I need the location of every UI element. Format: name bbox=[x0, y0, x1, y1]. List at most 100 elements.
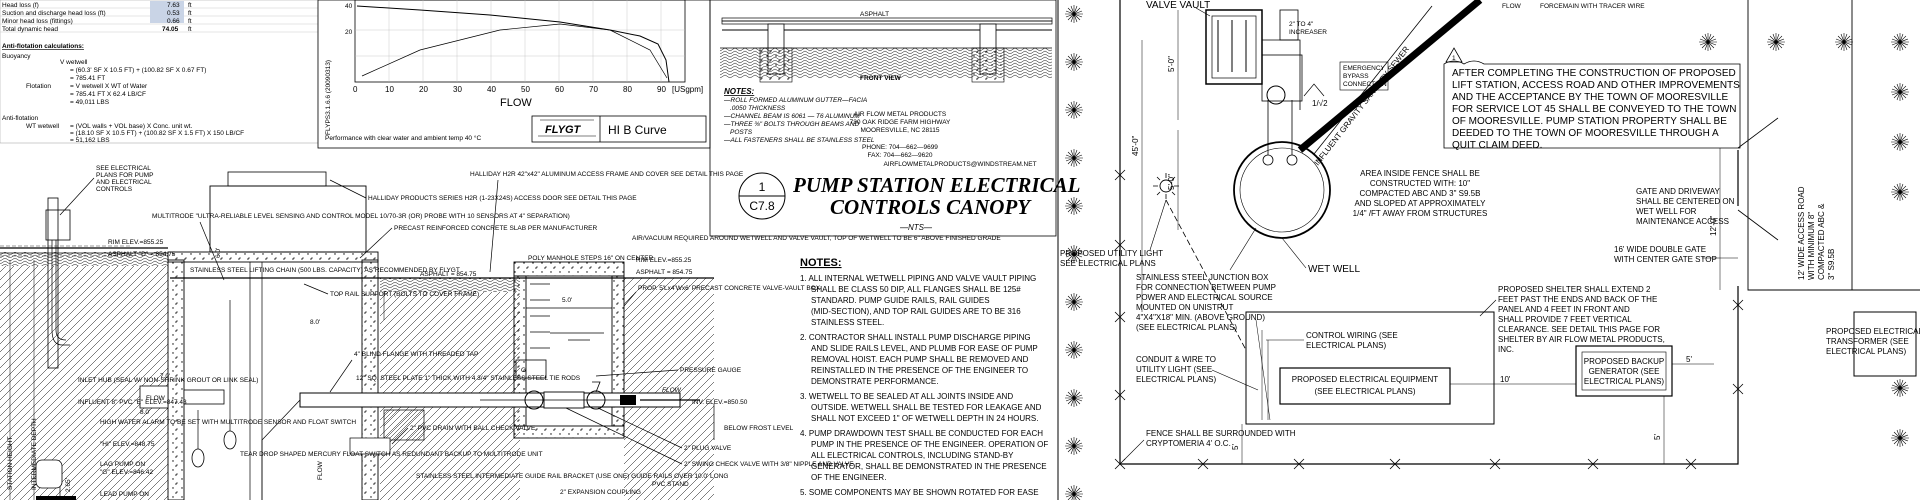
lag-pump-label: LAG PUMP ON bbox=[100, 461, 145, 468]
label-electrical-plans: SEE ELECTRICAL bbox=[96, 165, 151, 172]
bypass-label-2: BYPASS bbox=[1343, 73, 1369, 80]
dim-6: 6.0' bbox=[215, 248, 222, 258]
conveyance-line: QUIT CLAIM DEED. bbox=[1452, 140, 1542, 151]
svg-text:FLYGT: FLYGT bbox=[545, 124, 582, 136]
blind-flange-label: 4" BLIND FLANGE WITH THREADED TAP bbox=[354, 351, 478, 358]
note-line: SHALL NOT EXCEED 1" OF WETWELL DEPTH IN … bbox=[811, 414, 1038, 423]
canopy-note: —ROLL FORMED ALUMINUM GUTTER—FACIA bbox=[723, 97, 867, 104]
conduit-line: UTILITY LIGHT (SEE bbox=[1136, 365, 1212, 374]
forcemain-line bbox=[1297, 0, 1483, 153]
airvac-label: AIR/VACUUM REQUIRED AROUND WETWELL AND V… bbox=[632, 235, 1001, 242]
valve-vault-box-label: PROP. 5'Lx4'Wx6' PRECAST CONCRETE VALVE-… bbox=[638, 285, 821, 292]
precast-slab-label: PRECAST REINFORCED CONCRETE SLAB PER MAN… bbox=[394, 225, 598, 232]
row-label: Head loss (f) bbox=[2, 2, 39, 9]
canopy-note: POSTS bbox=[730, 129, 753, 136]
utility-light-label: SEE ELECTRICAL PLANS bbox=[1060, 259, 1156, 268]
antiflotation-label: Anti-flotation bbox=[2, 115, 39, 122]
flow-tag-vert: FLOW bbox=[317, 460, 324, 480]
anti-line: = (VOL walls + VOL base) X Conc. unit wt… bbox=[70, 123, 193, 130]
row-value: 7.63 bbox=[167, 2, 180, 9]
transformer-line: TRANSFORMER (SEE bbox=[1826, 337, 1909, 346]
buoyancy-label: Buoyancy bbox=[2, 53, 31, 60]
fence-note-line: FENCE SHALL BE SURROUNDED WITH bbox=[1146, 429, 1296, 438]
front-view-label: FRONT VIEW bbox=[860, 75, 902, 82]
site-plan: VALVE VAULT 2" TO 4" INCREASER EMERGENCY… bbox=[1060, 0, 1920, 500]
utility-light-icon bbox=[1153, 173, 1179, 199]
bypass-label-3: CONNECTION bbox=[1343, 81, 1387, 88]
transformer-line: ELECTRICAL PLANS) bbox=[1826, 347, 1907, 356]
note-line: ALL ELECTRICAL CONTROLS, INCLUDING STAND… bbox=[811, 451, 1014, 460]
dim-8-right: 8.0' bbox=[310, 319, 320, 326]
buoyancy-line: = (60.3' SF X 10.5 FT) + (100.82 SF X 0.… bbox=[70, 67, 206, 74]
depth-dim: 8.0' bbox=[140, 409, 150, 416]
area-note-line: AREA INSIDE FENCE SHALL BE bbox=[1360, 169, 1480, 178]
shelter-line: FEET PAST THE ENDS AND BACK OF THE bbox=[1498, 295, 1657, 304]
canopy-note: .0050 THICKNESS bbox=[730, 105, 786, 112]
efficiency-curve bbox=[361, 23, 668, 79]
flygt-logo: FLYGT bbox=[538, 119, 596, 137]
x-tick: 50 bbox=[521, 85, 530, 94]
gate-note-line: WET WELL FOR bbox=[1636, 207, 1697, 216]
conveyance-line: DEEDED TO THE TOWN OF MOORESVILLE THROUG… bbox=[1452, 128, 1719, 139]
row-label: Total dynamic head bbox=[2, 26, 58, 33]
label-electrical-plans-3: AND ELECTRICAL bbox=[96, 179, 152, 186]
valve-vault-label: VALVE VAULT bbox=[1146, 0, 1210, 11]
double-gate-line: 16' WIDE DOUBLE GATE bbox=[1614, 245, 1706, 254]
canopy-title-line1: PUMP STATION ELECTRICAL bbox=[792, 173, 1080, 197]
x-tick: 0 bbox=[353, 85, 358, 94]
row-unit: ft bbox=[188, 2, 192, 9]
control-wiring-line: ELECTRICAL PLANS) bbox=[1306, 341, 1387, 350]
svg-text:FAX: 704—662—9620: FAX: 704—662—9620 bbox=[867, 152, 932, 159]
svg-text:AIR FLOW METAL PRODUCTS: AIR FLOW METAL PRODUCTS bbox=[854, 111, 947, 118]
dim-label: 5'-0" bbox=[1167, 56, 1176, 72]
svg-text:PHONE: 704—662—9699: PHONE: 704—662—9699 bbox=[862, 144, 938, 151]
conduit-line: CONDUIT & WIRE TO bbox=[1136, 355, 1216, 364]
revision-tag: 1 bbox=[1452, 55, 1456, 62]
note-line: (MID-SECTION), AND TOP RAIL GUIDES ARE T… bbox=[811, 307, 1021, 316]
curve-side-label: FLYPS3.1.6.6 (20090313) bbox=[325, 60, 332, 135]
detail-bubble: 1 C7.8 bbox=[738, 172, 786, 220]
dim-label: 5' bbox=[1231, 444, 1240, 450]
x-tick: 70 bbox=[589, 85, 598, 94]
canopy-detail: ASPHALT FRONT VIEW NOTES: —ROLL FORMED A… bbox=[709, 0, 1080, 237]
plug-valve-label: 2" PLUG VALVE bbox=[684, 445, 732, 452]
x-unit: [USgpm] bbox=[672, 85, 703, 94]
gate-note-line: GATE AND DRIVEWAY bbox=[1636, 187, 1721, 196]
inlet-hub-label: INLET HUB (SEAL W/ NON-SHRINK GROUT OR L… bbox=[78, 377, 258, 384]
access-road-line: WITH MINIMUM 8" bbox=[1807, 212, 1816, 280]
rim-elev-wetwell: RIM ELEV.=855.25 bbox=[108, 239, 164, 246]
equipment-line: (SEE ELECTRICAL PLANS) bbox=[1314, 387, 1415, 396]
forcemain-label: FORCEMAIN WITH TRACER WIRE bbox=[1540, 3, 1645, 10]
pressure-gauge-label: PRESSURE GAUGE bbox=[680, 367, 742, 374]
conveyance-line: LIFT STATION, ACCESS ROAD AND OTHER IMPR… bbox=[1452, 80, 1740, 91]
dim-label: 45'-0" bbox=[1131, 135, 1140, 156]
high-water-label: HIGH WATER ALARM TO BE SET WITH MULTITRO… bbox=[100, 419, 356, 426]
note-line: SHALL BE CLASS 50 DIP, ALL FLANGES SHALL… bbox=[811, 285, 1021, 294]
generator-box bbox=[1575, 345, 1673, 397]
gate-note-line: SHALL BE CENTERED ON bbox=[1636, 197, 1735, 206]
antiflotation-title: Anti-flotation calculations: bbox=[2, 43, 84, 50]
anti-line: WT wetwell bbox=[26, 123, 60, 130]
row-unit: ft bbox=[188, 10, 192, 17]
dim-label: 10' bbox=[1500, 375, 1511, 384]
note-line: REINSTALLED IN THE PRESENCE OF THE ENGIN… bbox=[811, 366, 1028, 375]
x-axis-label: FLOW bbox=[500, 97, 532, 109]
vendor-info: AIR FLOW METAL PRODUCTS 730 OAK RIDGE FA… bbox=[850, 111, 1037, 168]
dim-label: 5' bbox=[1653, 434, 1662, 440]
asphalt-mid: ASPHALT = 854.75 bbox=[420, 271, 477, 278]
dim-label: 5' bbox=[1686, 355, 1692, 364]
inv-elev-label: INV. ELEV.=850.50 bbox=[692, 399, 748, 406]
fence-posts bbox=[1114, 169, 1744, 470]
junction-box-line: (SEE ELECTRICAL PLANS) bbox=[1136, 323, 1237, 332]
intermediate-depth-label: INTERMEDIATE DEPTH bbox=[31, 418, 38, 490]
increaser-label: 2" TO 4" bbox=[1289, 21, 1314, 28]
note-line: 4. PUMP DRAWDOWN TEST SHALL BE CONDUCTED… bbox=[800, 429, 1043, 438]
dim-265: 2.65' bbox=[65, 478, 72, 492]
gauge-tag: G bbox=[521, 367, 526, 374]
note-line: OF THE ENGINEER. bbox=[811, 473, 886, 482]
guide-rail-bracket-label: STAINLESS STEEL INTERMEDIATE GUIDE RAIL … bbox=[416, 473, 728, 480]
multitrode-label: MULTITRODE "ULTRA-RELIABLE LEVEL SENSING… bbox=[152, 213, 570, 220]
junction-box-line: STAINLESS STEEL JUNCTION BOX bbox=[1136, 273, 1269, 282]
row-value: 0.53 bbox=[167, 10, 180, 17]
